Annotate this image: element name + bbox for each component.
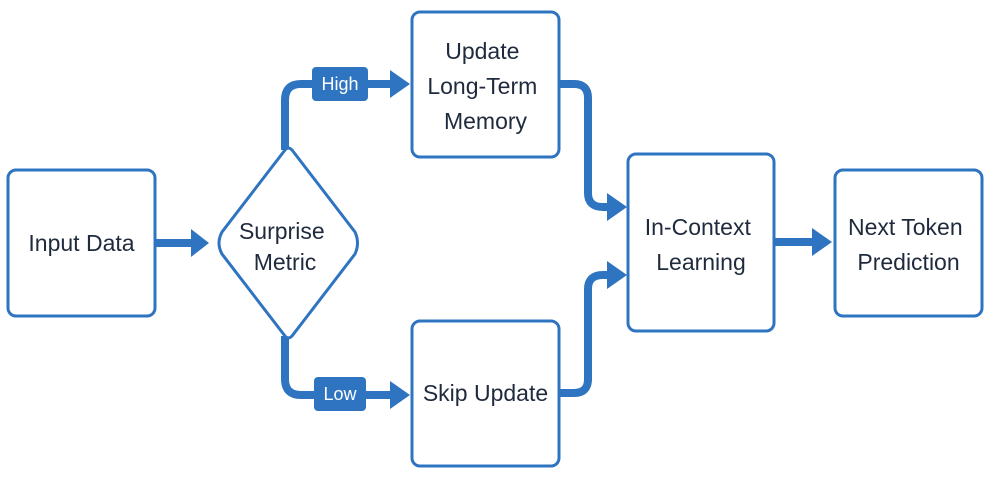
svg-text:Input Data: Input Data: [28, 230, 134, 256]
edge-skip-to-context: [559, 271, 613, 397]
edge-surprise-to-update: [281, 80, 398, 150]
arrowhead-update-to-context: [607, 193, 627, 221]
node-next-token: Next Token Prediction: [833, 168, 984, 318]
node-next-line-2: Prediction: [857, 249, 959, 275]
svg-text:Next Token Prediction: Next Token Prediction: [848, 206, 969, 275]
node-skip-line-1: Skip Update: [423, 380, 548, 406]
arrowhead-surprise-to-update: [390, 70, 410, 98]
arrowhead-surprise-to-skip: [390, 381, 410, 409]
edges: [156, 70, 832, 409]
node-input-line-1: Input Data: [28, 230, 134, 256]
edge-update-to-context: [559, 80, 613, 211]
node-surprise-line-1: Surprise: [239, 218, 325, 244]
node-surprise-metric: Surprise Metric: [217, 146, 359, 340]
arrowhead-input-to-surprise: [191, 229, 209, 257]
node-input: Input Data: [6, 168, 157, 318]
node-update-line-1: Update: [445, 38, 519, 64]
svg-text:Surprise Metric: Surprise Metric: [239, 210, 331, 275]
node-skip-update: Skip Update: [410, 319, 561, 468]
badge-high: High: [312, 67, 368, 101]
arrowhead-skip-to-context: [607, 261, 627, 289]
arrowhead-context-to-next: [812, 228, 832, 256]
node-context-line-1: In-Context: [645, 214, 752, 240]
badge-low: Low: [314, 377, 366, 411]
badge-low-label: Low: [323, 384, 357, 404]
svg-text:Skip Update: Skip Update: [423, 380, 548, 406]
svg-text:Update Long-Term M: Update Long-Term Memory: [427, 30, 543, 134]
node-update-line-3: Memory: [444, 108, 528, 134]
node-in-context-learning: In-Context Learning: [626, 152, 776, 333]
node-next-line-1: Next Token: [848, 214, 963, 240]
edge-surprise-to-skip: [281, 336, 398, 399]
node-context-line-2: Learning: [656, 249, 746, 275]
badge-high-label: High: [321, 74, 358, 94]
node-update-line-2: Long-Term: [427, 73, 537, 99]
node-surprise-line-2: Metric: [254, 249, 317, 275]
svg-text:In-Context Learning: In-Context Learning: [645, 206, 758, 275]
node-update-memory: Update Long-Term Memory: [410, 10, 561, 159]
